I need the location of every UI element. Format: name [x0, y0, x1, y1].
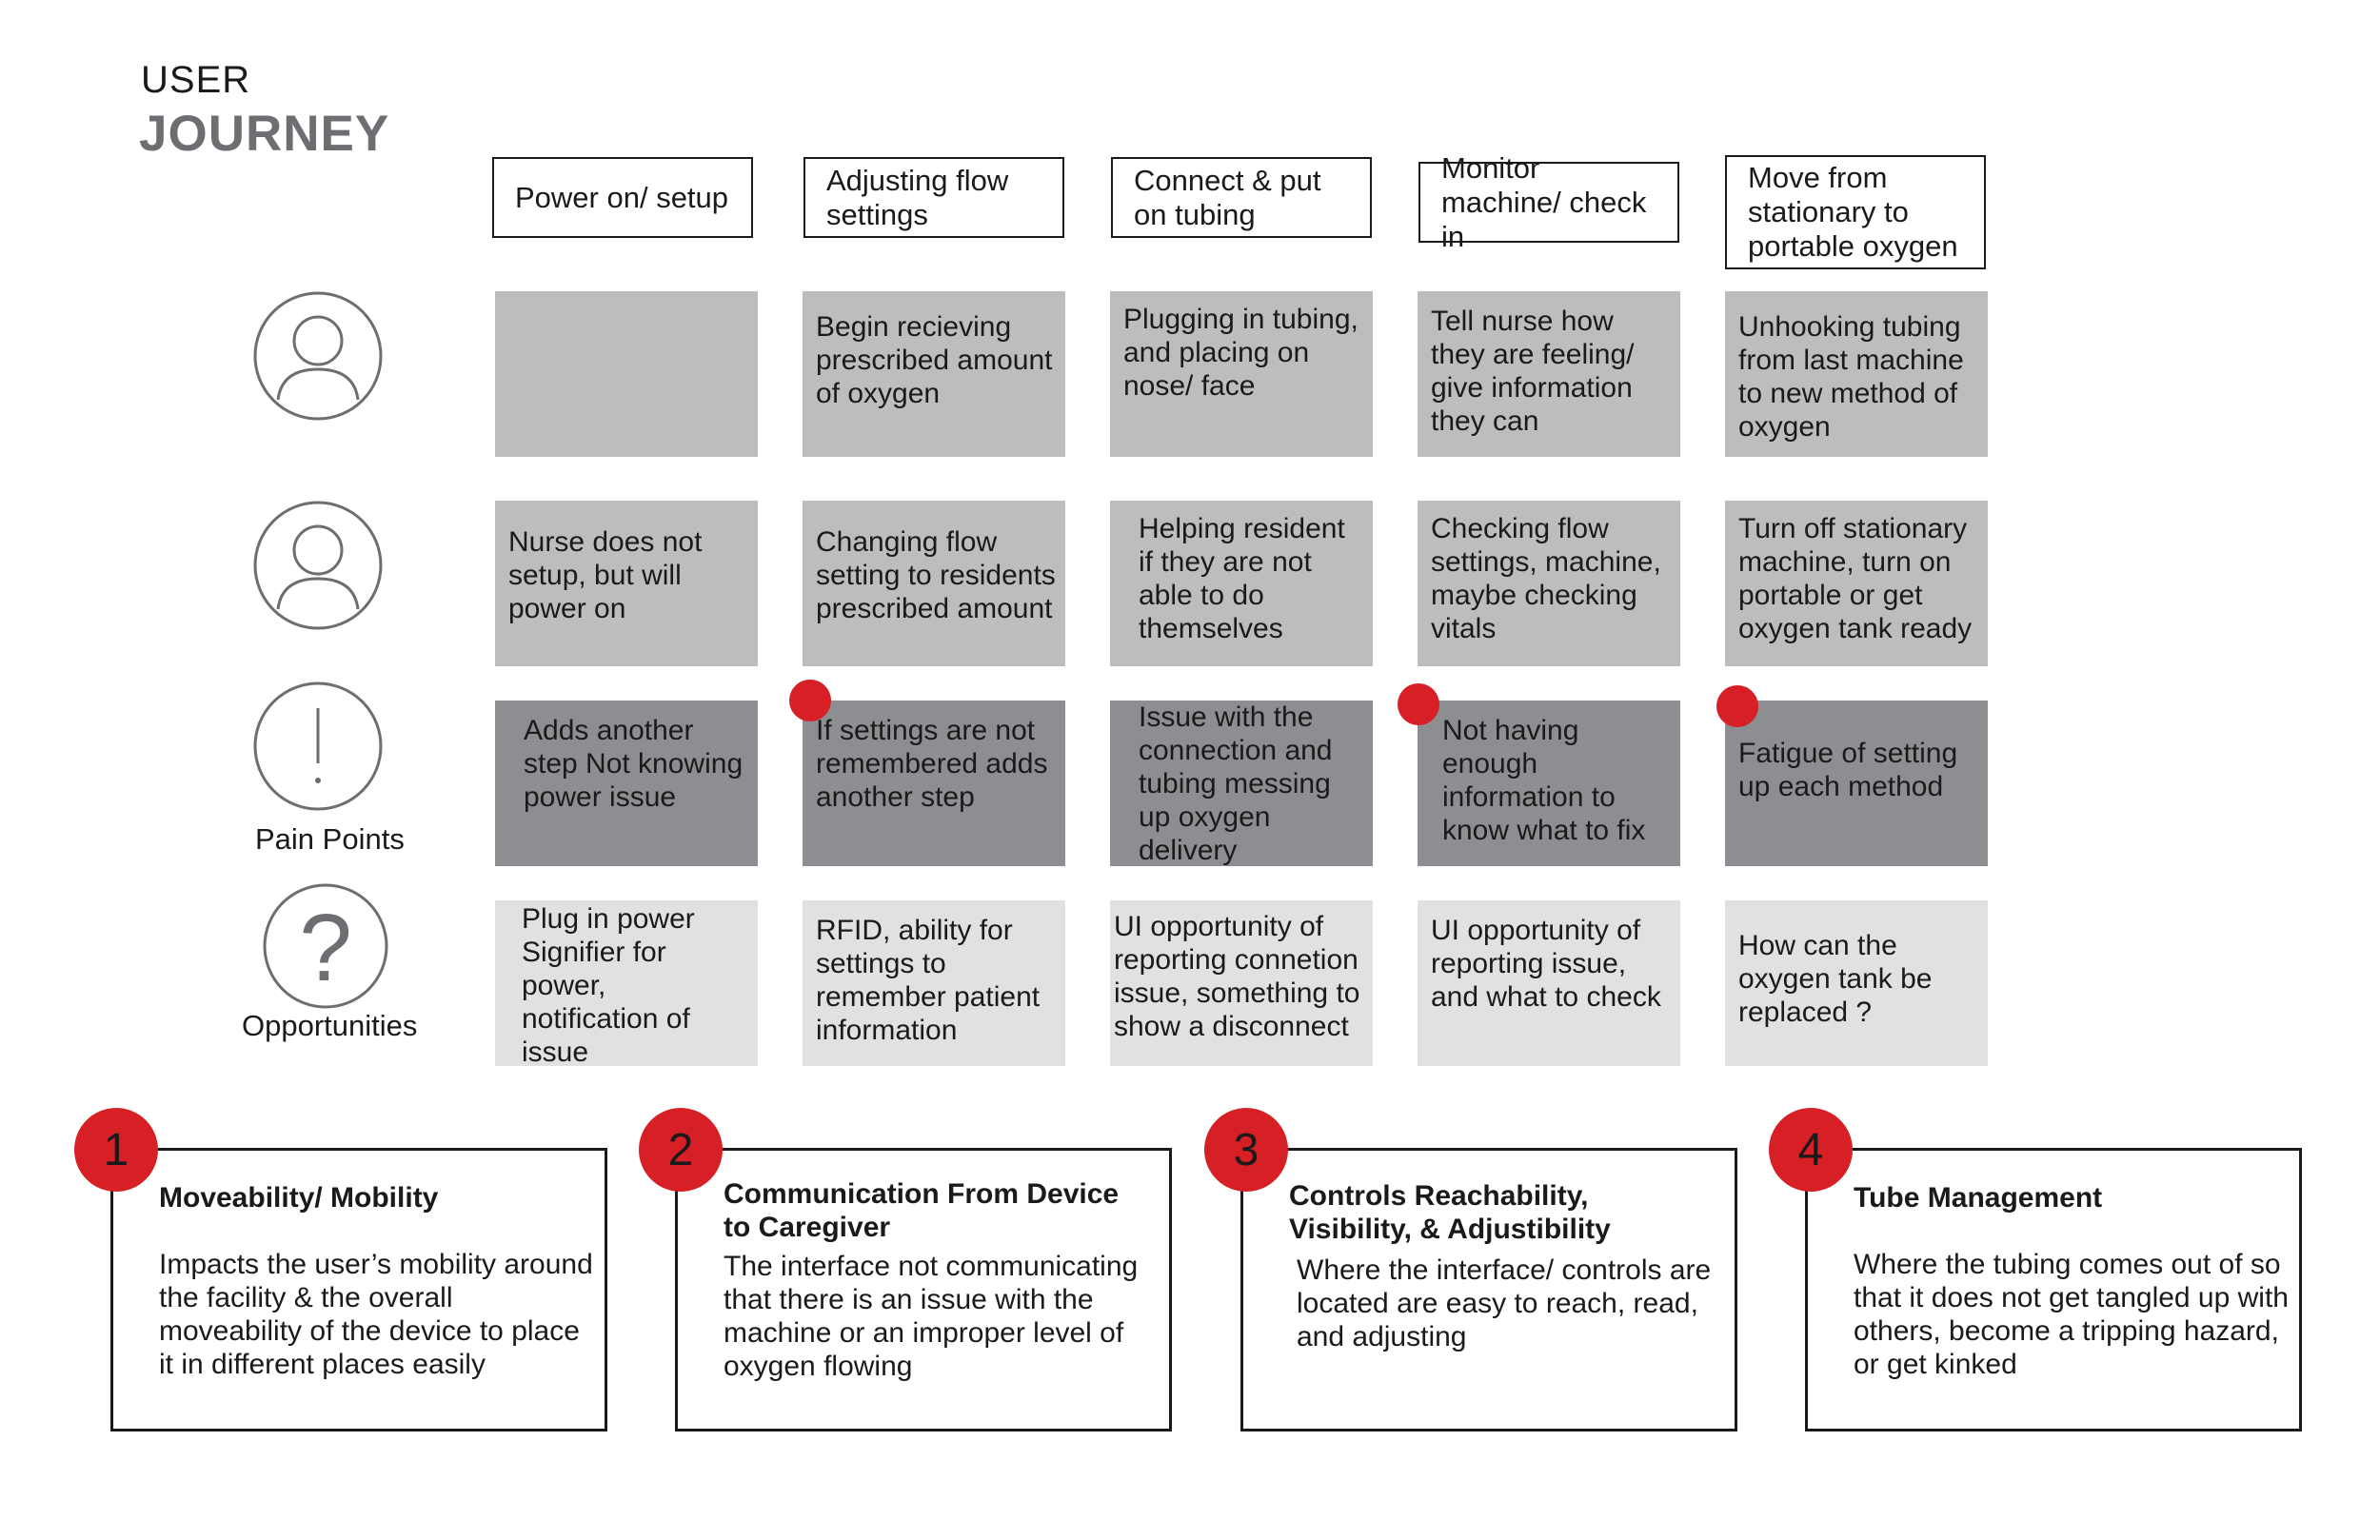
insight-body: Where the tubing comes out of so that it…: [1854, 1249, 2289, 1380]
nurse-cell: Turn off stationary machine, turn on por…: [1725, 501, 1988, 666]
nurse-cell: Nurse does not setup, but will power on: [495, 501, 758, 666]
resident-cell: Plugging in tubing, and placing on nose/…: [1110, 291, 1373, 457]
opportunity-cell: RFID, ability for settings to remember p…: [803, 900, 1065, 1066]
insight-body: Where the interface/ controls are locate…: [1297, 1254, 1712, 1352]
insight-body: The interface not communicating that the…: [724, 1251, 1139, 1382]
opportunities-label: Opportunities: [242, 1009, 418, 1042]
stage-label: Monitor machine/ check in: [1441, 150, 1647, 253]
stage-monitor: Monitor machine/ check in: [1418, 151, 1679, 253]
pain-point-cell: Issue with the connection and tubing mes…: [1110, 701, 1373, 866]
exclamation-icon: [253, 681, 383, 811]
opportunity-cell: UI opportunity of reporting issue, and w…: [1418, 900, 1680, 1066]
pain-point-marker: [1398, 683, 1439, 725]
insight-title: Controls Reachability, Visibility, & Adj…: [1289, 1180, 1611, 1245]
stage-connect-tubing: Connect & put on tubing: [1111, 157, 1372, 238]
pain-point-cell: Adds another step Not knowing power issu…: [495, 701, 758, 866]
stage-label: Connect & put on tubing: [1134, 163, 1321, 231]
resident-user-icon: [253, 291, 383, 421]
stage-adjust-flow: Adjusting flow settings: [803, 157, 1064, 238]
stage-move-portable: Move from stationary to portable oxygen: [1725, 155, 1986, 269]
opportunity-cell: UI opportunity of reporting connetion is…: [1110, 900, 1373, 1066]
insight-number-badge: 2: [639, 1108, 723, 1192]
nurse-user-icon: [253, 501, 383, 630]
pain-point-cell: If settings are not remembered adds anot…: [803, 701, 1065, 866]
pain-points-label: Pain Points: [255, 822, 405, 856]
insight-card: Tube Management Where the tubing comes o…: [1805, 1148, 2302, 1431]
opportunity-cell: Plug in power Signifier for power, notif…: [495, 900, 758, 1066]
pain-point-cell: Not having enough information to know wh…: [1418, 701, 1680, 866]
insight-number-badge: 4: [1769, 1108, 1853, 1192]
insight-number-badge: 1: [74, 1108, 158, 1192]
nurse-cell: Checking flow settings, machine, maybe c…: [1418, 501, 1680, 666]
resident-cell: Tell nurse how they are feeling/ give in…: [1418, 291, 1680, 457]
insight-number-badge: 3: [1204, 1108, 1288, 1192]
question-mark-icon: ?: [263, 883, 388, 1009]
stage-power-on: Power on/ setup: [492, 157, 753, 238]
resident-cell: [495, 291, 758, 457]
insight-title: Tube Management: [1854, 1182, 2103, 1214]
pain-point-cell: Fatigue of setting up each method: [1725, 701, 1988, 866]
insight-title: Moveability/ Mobility: [159, 1182, 439, 1214]
pain-point-marker: [1716, 685, 1758, 727]
pain-point-marker: [789, 680, 831, 721]
nurse-cell: Changing flow setting to residents presc…: [803, 501, 1065, 666]
insight-card: Communication From Device to Caregiver T…: [675, 1148, 1172, 1431]
nurse-cell: Helping resident if they are not able to…: [1110, 501, 1373, 666]
resident-cell: Unhooking tubing from last machine to ne…: [1725, 291, 1988, 457]
insight-card: Moveability/ Mobility Impacts the user’s…: [110, 1148, 607, 1431]
stage-label: Move from stationary to portable oxygen: [1748, 161, 1958, 263]
stage-label: Power on/ setup: [515, 180, 729, 214]
title-journey: JOURNEY: [139, 106, 390, 162]
title-user: USER: [141, 59, 251, 101]
insight-card: Controls Reachability, Visibility, & Adj…: [1240, 1148, 1737, 1431]
svg-text:?: ?: [299, 895, 352, 1001]
insight-title: Communication From Device to Caregiver: [724, 1178, 1120, 1243]
stage-label: Adjusting flow settings: [826, 163, 1009, 231]
opportunity-cell: How can the oxygen tank be replaced ?: [1725, 900, 1988, 1066]
resident-cell: Begin recieving prescribed amount of oxy…: [803, 291, 1065, 457]
insight-body: Impacts the user’s mobility around the f…: [159, 1249, 593, 1380]
